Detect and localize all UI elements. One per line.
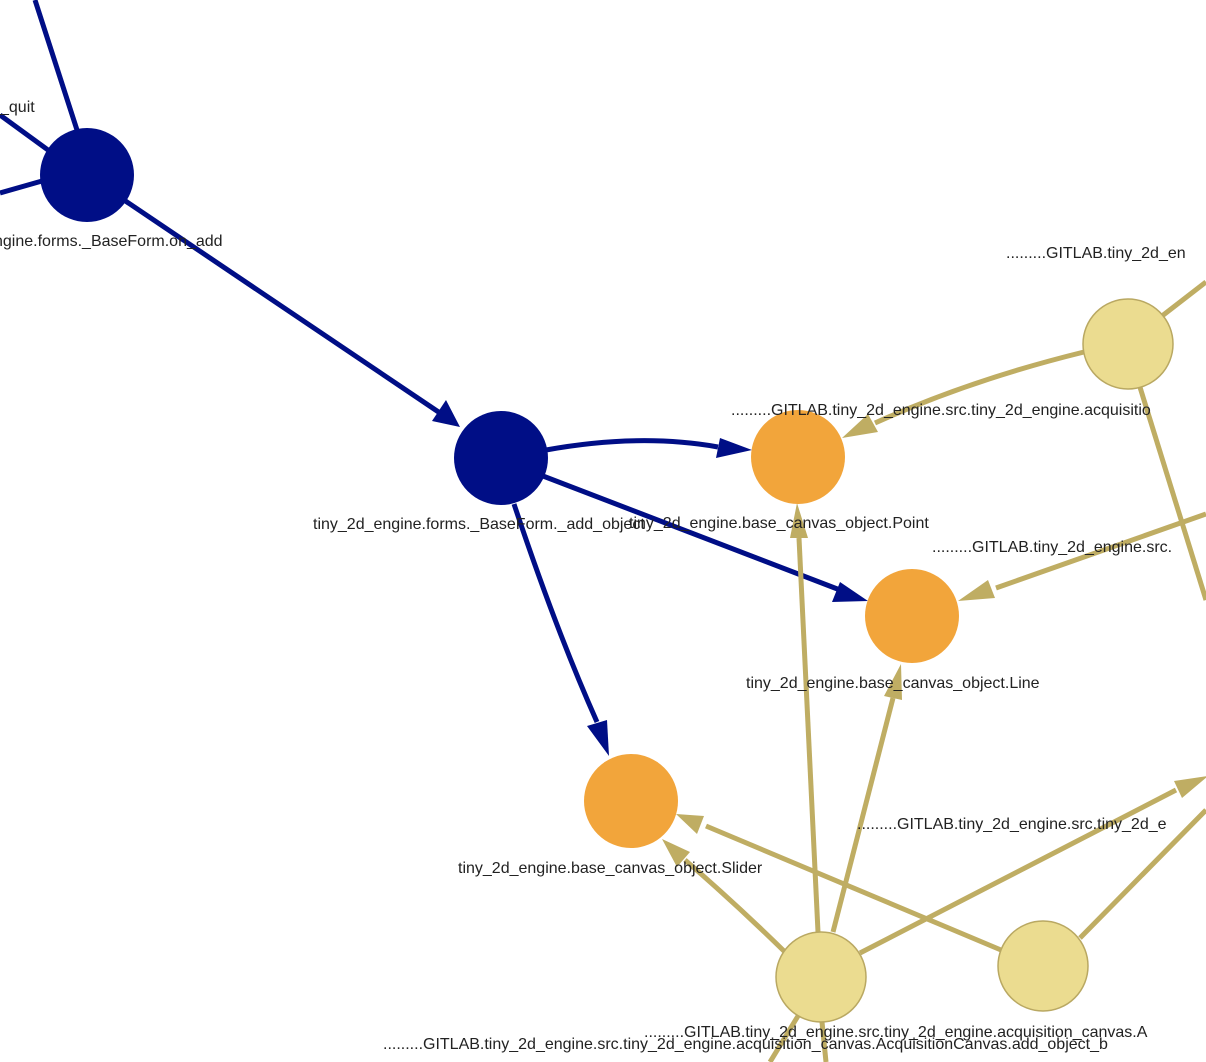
edge-bottom-node-to-line — [830, 697, 896, 933]
edge-on-add-to-add-object — [122, 197, 442, 416]
blue-edges — [0, 0, 841, 724]
node-gitlab-right[interactable] — [997, 920, 1089, 1012]
arrowhead-khaki-to-line-right — [958, 580, 995, 601]
edge-add-object-to-slider — [511, 503, 600, 724]
label-slider: tiny_2d_engine.base_canvas_object.Slider — [458, 860, 763, 877]
arrowhead-khaki-to-point-bottom — [790, 503, 808, 538]
label-line: tiny_2d_engine.base_canvas_object.Line — [746, 675, 1040, 692]
edge-bottom-node-down — [819, 1021, 829, 1062]
node-base-form-add-object[interactable] — [454, 411, 548, 505]
edge-top-node-to-point — [873, 349, 1085, 426]
arrowhead-to-line — [832, 582, 868, 602]
edge-left-into-on-add — [0, 178, 43, 196]
label-gitlab-bottom-1: .........GITLAB.tiny_2d_engine.src.tiny_… — [644, 1024, 1148, 1041]
arrowhead-khaki-to-line-bottom — [884, 664, 902, 700]
node-line[interactable] — [865, 569, 959, 663]
arrowhead-to-slider — [587, 720, 609, 756]
node-gitlab-top[interactable] — [1082, 298, 1174, 390]
node-labels: _quit ngine.forms._BaseForm.on_add tiny_… — [0, 99, 1186, 1053]
edge-quit-into-on-add — [0, 112, 50, 153]
edge-offscreen-to-top-node — [1160, 280, 1206, 318]
edge-right-node-offscreen — [1078, 808, 1206, 940]
label-gitlab-src-b: .........GITLAB.tiny_2d_engine.src.tiny_… — [857, 816, 1167, 833]
edge-top-into-on-add — [32, 0, 80, 131]
label-point: tiny_2d_engine.base_canvas_object.Point — [629, 515, 929, 532]
edge-bottom-node-to-slider — [683, 858, 788, 955]
arrowhead-to-add-object — [432, 400, 460, 427]
label-gitlab-bottom-2: .........GITLAB.tiny_2d_engine.src.tiny_… — [383, 1036, 1108, 1053]
blue-arrowheads — [432, 400, 868, 756]
arrowhead-to-point — [716, 438, 752, 458]
edge-right-node-to-slider — [705, 823, 1002, 953]
arrowhead-khaki-to-right — [1174, 776, 1206, 798]
label-quit: _quit — [0, 99, 35, 116]
node-gitlab-bottom[interactable] — [775, 931, 867, 1023]
label-gitlab-acq: .........GITLAB.tiny_2d_engine.src.tiny_… — [731, 402, 1151, 419]
arrowhead-khaki-to-point-right — [842, 414, 878, 438]
node-point[interactable] — [751, 410, 845, 504]
nodes — [40, 128, 1174, 1023]
arrowhead-khaki-to-slider-bottom — [662, 839, 690, 867]
arrowhead-khaki-to-slider-right — [676, 814, 704, 834]
label-base-form-add-object: tiny_2d_engine.forms._BaseForm._add_obje… — [313, 516, 645, 533]
edge-bottom-node-to-point — [796, 537, 821, 933]
edge-bottom-node-to-right — [858, 787, 1178, 956]
edge-bottom-node-down-left — [767, 1014, 801, 1062]
label-gitlab-src-a: .........GITLAB.tiny_2d_engine.src. — [932, 539, 1172, 556]
label-gitlab-top: .........GITLAB.tiny_2d_en — [1006, 245, 1186, 262]
edge-offscreen-to-line — [995, 511, 1206, 591]
node-slider[interactable] — [584, 754, 678, 848]
khaki-edges — [683, 280, 1206, 1062]
edge-top-node-down — [1136, 383, 1206, 601]
node-base-form-on-add[interactable] — [40, 128, 134, 222]
edge-add-object-to-point — [545, 438, 719, 453]
khaki-arrowheads — [662, 414, 1206, 867]
label-base-form-on-add: ngine.forms._BaseForm.on_add — [0, 233, 223, 250]
edge-add-object-to-line — [542, 473, 841, 593]
